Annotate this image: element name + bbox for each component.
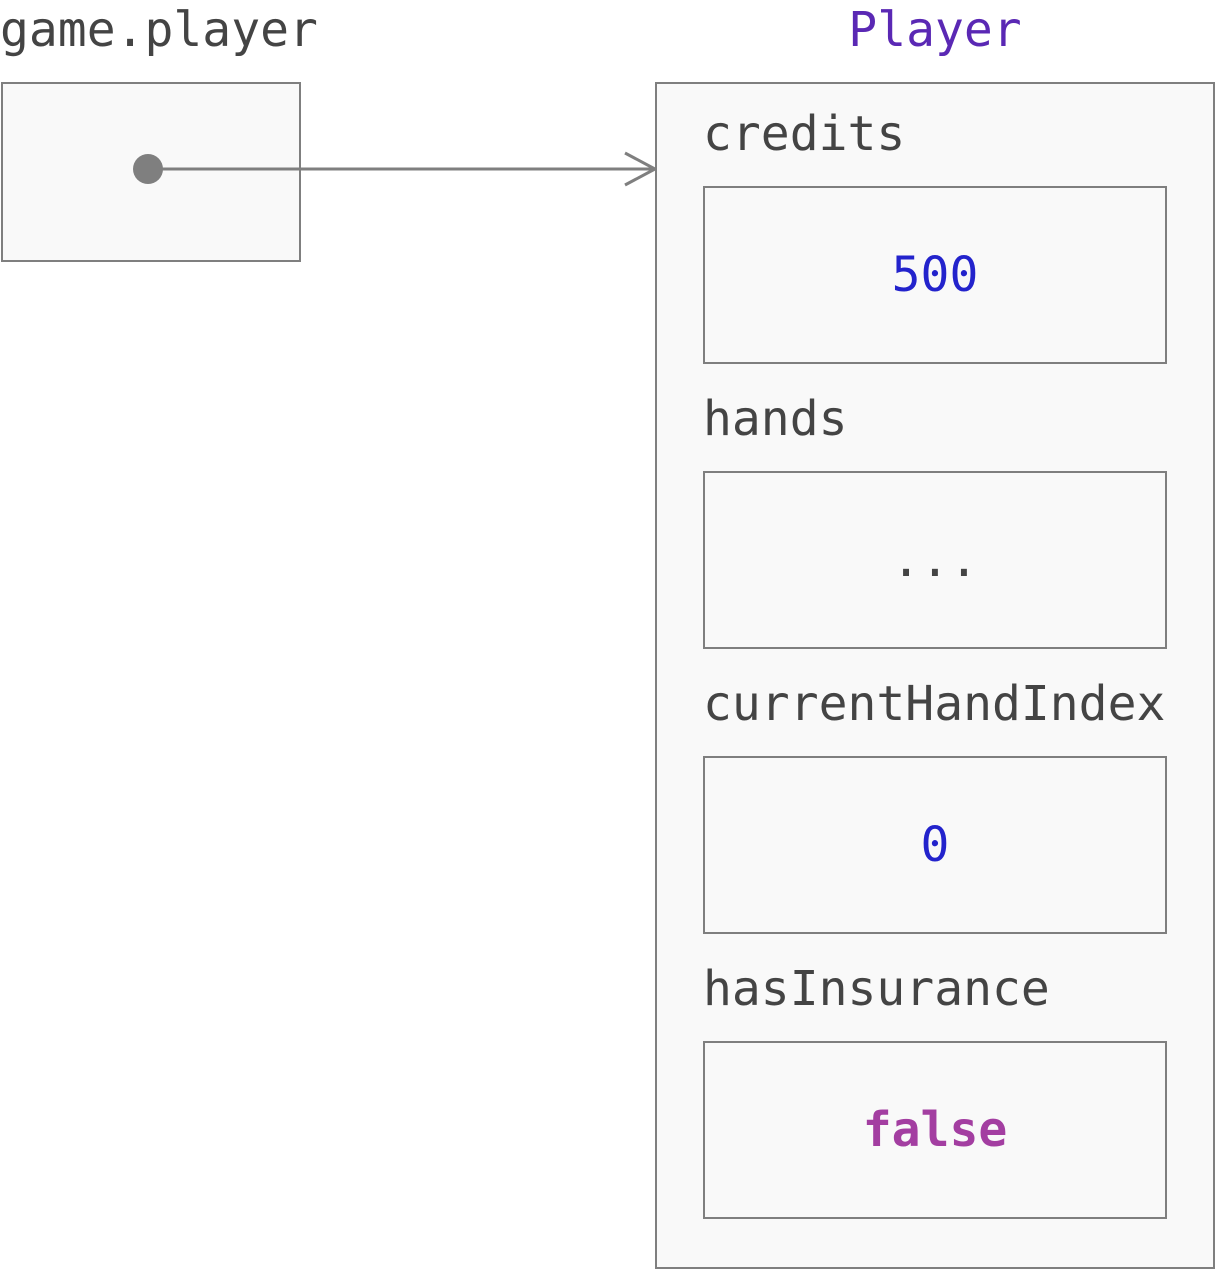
- class-name-label: Player: [848, 2, 1022, 58]
- variable-name-label: game.player: [0, 2, 318, 58]
- field-value-box-hands: ...: [703, 471, 1167, 649]
- field-value-box-current-hand-index: 0: [703, 756, 1167, 934]
- field-label-hands: hands: [703, 391, 848, 447]
- field-value-current-hand-index: 0: [920, 817, 950, 873]
- field-label-credits: credits: [703, 106, 906, 162]
- field-value-hands: ...: [891, 532, 979, 588]
- field-value-box-has-insurance: false: [703, 1041, 1167, 1219]
- field-label-has-insurance: hasInsurance: [703, 961, 1050, 1017]
- field-label-current-hand-index: currentHandIndex: [703, 676, 1166, 732]
- field-value-credits: 500: [891, 247, 979, 303]
- field-value-box-credits: 500: [703, 186, 1167, 364]
- field-value-has-insurance: false: [862, 1102, 1008, 1158]
